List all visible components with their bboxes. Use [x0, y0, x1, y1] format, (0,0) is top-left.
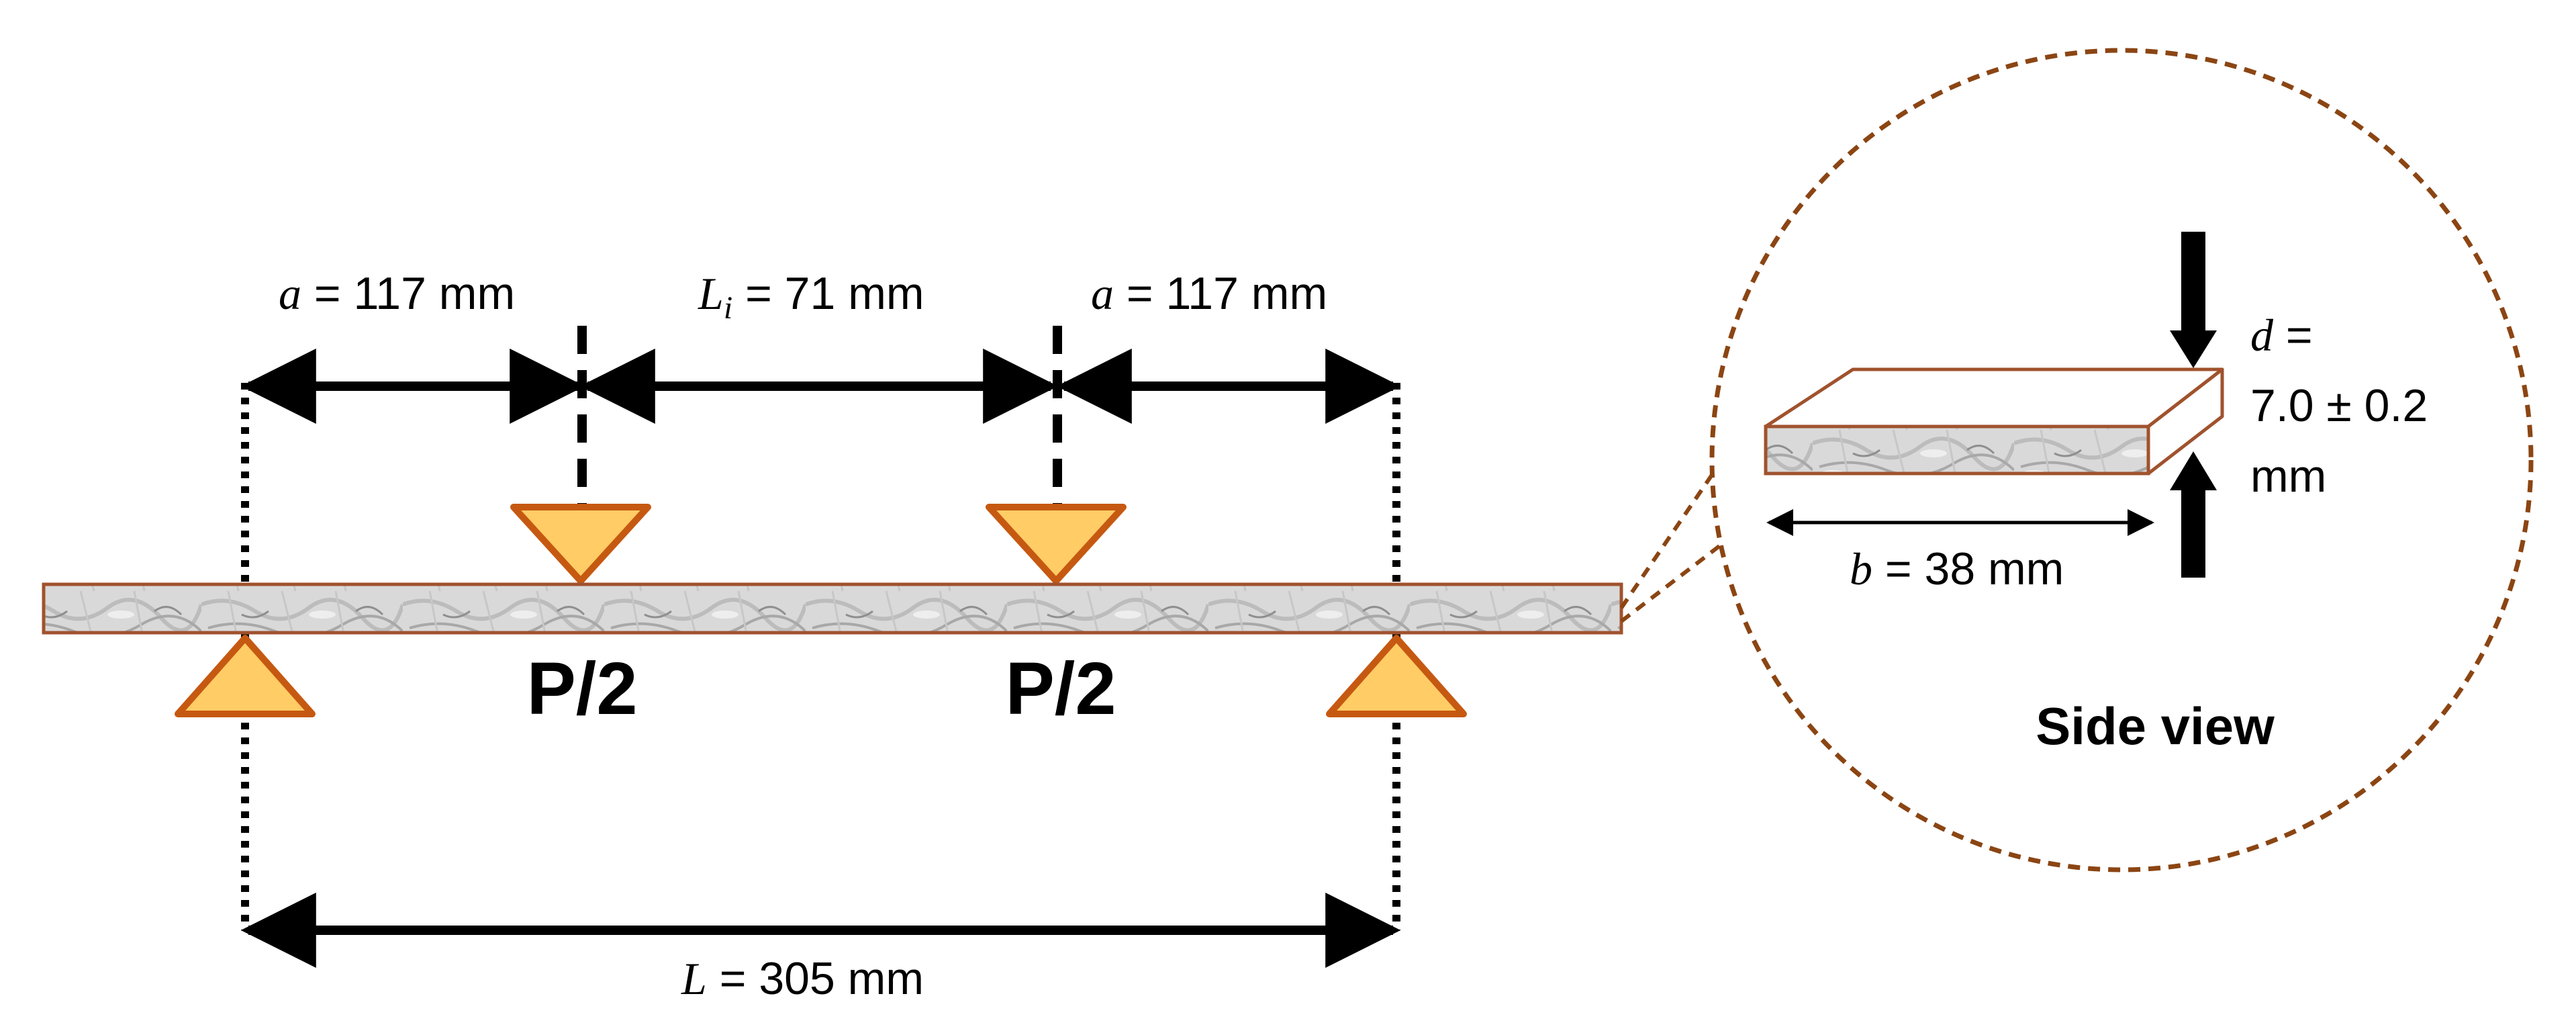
label-depth: d = [2250, 310, 2313, 361]
label-span: L = 305 mm [681, 953, 924, 1004]
label-a-right: a = 117 mm [1091, 268, 1327, 319]
depth-arrow-top [2170, 232, 2217, 368]
load-label-right: P/2 [1005, 647, 1116, 730]
label-depth-value: 7.0 ± 0.2 [2250, 380, 2428, 431]
label-inner-span: Li = 71 mm [698, 268, 924, 326]
support-right [1326, 635, 1467, 717]
depth-arrow-bottom [2170, 451, 2217, 578]
side-view-title: Side view [2036, 697, 2275, 756]
support-left [175, 635, 316, 717]
callout-lines [1619, 459, 1724, 623]
label-a-left: a = 117 mm [279, 268, 515, 319]
load-nose-left [510, 504, 651, 584]
beam-specimen [42, 582, 1623, 635]
label-width: b = 38 mm [1850, 543, 2064, 594]
side-view: b = 38 mm d = 7.0 ± 0.2 mm Side view [1709, 48, 2534, 872]
load-label-left: P/2 [526, 647, 637, 730]
block-front-face [1764, 424, 2150, 476]
label-depth-unit: mm [2250, 451, 2326, 502]
load-nose-right [986, 504, 1127, 584]
front-view: a = 117 mm Li = 71 mm a = 117 mm P/2 P/2… [42, 268, 1623, 1004]
